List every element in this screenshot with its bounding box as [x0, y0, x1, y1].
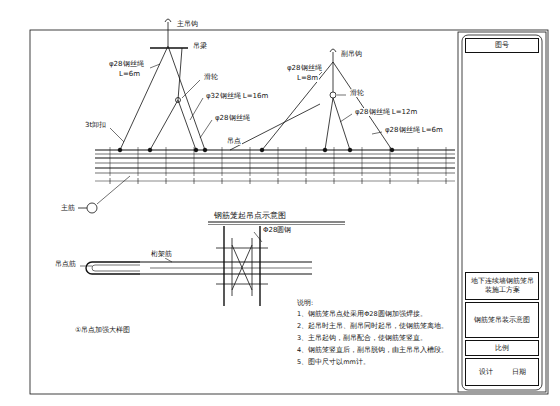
- callout-label: 主吊钩: [176, 20, 199, 28]
- section-symbol: [87, 203, 97, 213]
- callout-label: φ28钢丝绳: [108, 60, 145, 68]
- callout-label: 副吊钩: [340, 50, 363, 58]
- callout-label: L=8m: [296, 74, 319, 82]
- title-block-cell: 比例: [465, 340, 539, 356]
- title-block-panel: [462, 35, 542, 390]
- rebar-cage: [95, 147, 455, 184]
- callout-label: 吊梁: [192, 42, 208, 50]
- note-text: 1、钢筋笼吊点处采用Φ28圆钢加强焊接。: [296, 311, 458, 318]
- cell-text: 设计: [479, 368, 493, 377]
- callout-label: φ28钢丝绳 L=12m: [354, 108, 418, 116]
- callout-label: ①吊点加强大样图: [74, 326, 131, 334]
- leader-lines: [97, 64, 382, 204]
- note-text: 2、起吊时主吊、副吊同时起吊，使钢筋笼离地。: [296, 323, 458, 330]
- title-block-cell: 钢筋笼吊装示意图: [465, 302, 539, 338]
- callout-label: φ28钢丝绳 L=6m: [384, 126, 444, 134]
- callout-label: 吊点筋: [54, 260, 77, 268]
- cell-text: 钢筋笼吊装示意图: [474, 316, 530, 325]
- note-text: 5、图中尺寸以mm计。: [296, 359, 458, 366]
- cell-text: 比例: [495, 344, 509, 353]
- note-text: 4、钢筋笼竖直后，副吊脱钩，由主吊吊入槽段。: [296, 347, 458, 354]
- lifting-point-detail: [80, 226, 312, 306]
- callout-label: Φ28圆钢: [262, 226, 292, 234]
- sheet-frame: [30, 30, 548, 394]
- callout-label: 滑轮: [203, 73, 219, 81]
- callout-label: 3t卸扣: [84, 121, 107, 129]
- cell-text: 图号: [495, 41, 509, 50]
- callout-label: 桁架筋: [150, 250, 173, 258]
- callout-label: 滑轮: [349, 89, 365, 97]
- note-text: 说明:: [296, 300, 458, 307]
- title-block-frame: [458, 32, 546, 392]
- callout-label: φ28钢丝绳: [286, 64, 323, 72]
- callout-label: 吊点: [226, 137, 242, 145]
- note-text: 3、主吊起钩，副吊配合，使钢筋笼竖直。: [296, 335, 458, 342]
- callout-label: φ32钢丝绳 L=16m: [205, 92, 269, 100]
- callout-label: φ28钢丝绳: [214, 114, 251, 122]
- title-block-cell: 图号: [465, 38, 539, 53]
- main-crane-rigging: [120, 19, 205, 150]
- cell-text: 地下连续墙钢筋笼吊装施工方案: [469, 277, 535, 295]
- callout-label: 主筋: [60, 204, 76, 212]
- callout-label: L=6m: [118, 70, 141, 78]
- drawing-title: 钢筋笼起吊点示意图: [212, 210, 288, 221]
- title-block-cell: 地下连续墙钢筋笼吊装施工方案: [465, 272, 539, 300]
- cell-text: 日期: [512, 368, 526, 377]
- title-block-cell: 设计 日期: [465, 358, 539, 386]
